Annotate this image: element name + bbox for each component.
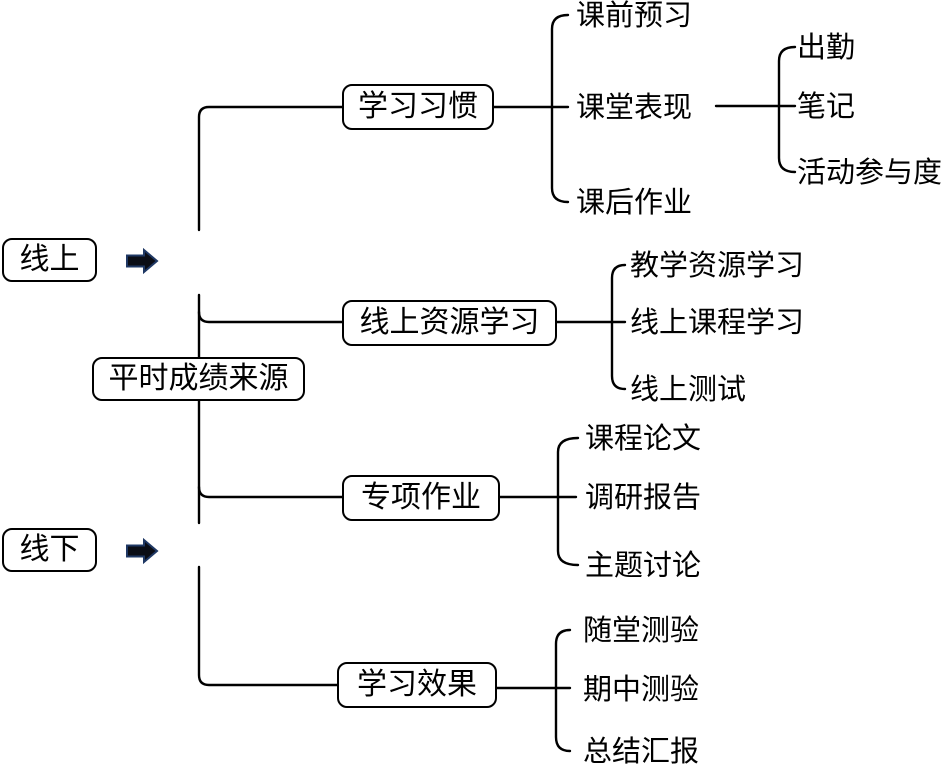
leaf-course-paper: 课程论文 <box>585 421 702 455</box>
bracket-branch1-children <box>550 13 570 204</box>
connector-trunk-bottom-branch4 <box>197 565 339 687</box>
leaf-participation: 活动参与度 <box>797 155 943 189</box>
root-node-box: 平时成绩来源 <box>92 357 305 401</box>
leaf-pre-class-preview: 课前预习 <box>576 0 693 32</box>
connector-branch3 <box>197 485 344 499</box>
leaf-midterm-test: 期中测验 <box>583 672 700 706</box>
bracket-branch4-children <box>554 628 572 753</box>
leaf-online-course-study: 线上课程学习 <box>630 305 805 339</box>
root-node-label: 平时成绩来源 <box>108 361 289 396</box>
leaf-online-test: 线上测试 <box>630 372 747 406</box>
leaf-after-class-homework: 课后作业 <box>576 185 693 219</box>
branch-label-online-resources: 线上资源学习 <box>359 305 540 340</box>
leaf-attendance: 出勤 <box>797 30 856 64</box>
leaf-topic-discussion: 主题讨论 <box>585 548 702 582</box>
leaf-in-class-quiz: 随堂测验 <box>583 613 700 647</box>
right-arrow-icon <box>126 537 159 565</box>
leaf-classroom-performance: 课堂表现 <box>576 90 693 124</box>
leaf-summary-report: 总结汇报 <box>583 734 700 768</box>
leaf-notes: 笔记 <box>797 89 856 123</box>
branch-label-learning-effect: 学习效果 <box>357 667 477 702</box>
bracket-classroom-children <box>777 45 797 174</box>
mode-box-online: 线上 <box>2 238 97 282</box>
connector-trunk-top-branch1 <box>197 105 344 232</box>
bracket-branch3-children <box>556 436 580 567</box>
branch-label-study-habits: 学习习惯 <box>358 89 478 124</box>
branch-box-online-resources: 线上资源学习 <box>342 300 557 346</box>
connector-branch2 <box>197 310 344 324</box>
right-arrow-icon <box>126 247 159 275</box>
bracket-branch2-children <box>610 263 627 391</box>
branch-label-special-assignments: 专项作业 <box>361 480 481 515</box>
mode-box-offline: 线下 <box>2 528 97 572</box>
leaf-teaching-resource-study: 教学资源学习 <box>630 248 805 282</box>
mode-label-offline: 线下 <box>19 532 80 567</box>
branch-box-study-habits: 学习习惯 <box>342 84 494 130</box>
branch-box-learning-effect: 学习效果 <box>337 662 497 708</box>
mode-label-online: 线上 <box>19 242 80 277</box>
leaf-research-report: 调研报告 <box>585 480 702 514</box>
branch-box-special-assignments: 专项作业 <box>342 475 500 521</box>
